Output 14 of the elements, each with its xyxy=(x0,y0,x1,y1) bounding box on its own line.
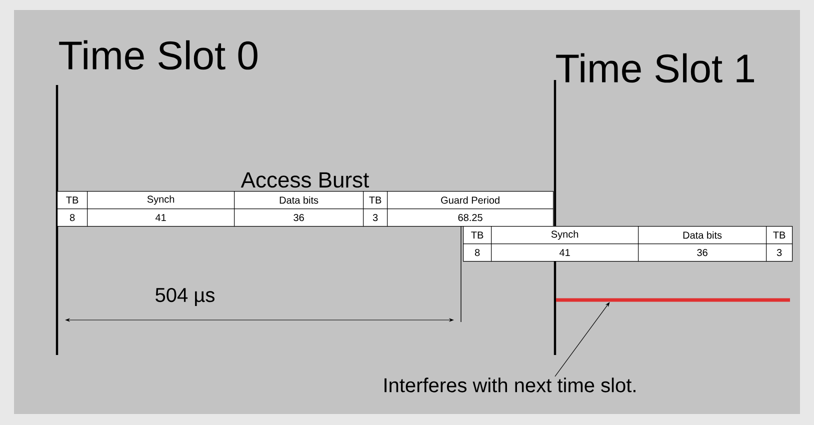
slot-title: Time Slot 0 xyxy=(59,40,258,70)
note-text: Interferes with next time slot. xyxy=(384,378,636,392)
table-cell: 3 xyxy=(363,208,388,227)
slot-title: Time Slot 1 xyxy=(556,53,754,83)
table-cell: TB xyxy=(57,191,88,210)
table-cell: 8 xyxy=(463,244,492,262)
table-cell: 8 xyxy=(57,208,88,227)
table-cell: 3 xyxy=(766,244,793,262)
table-cell: TB xyxy=(363,191,388,210)
dimension-label: 504 µs xyxy=(156,288,214,306)
table-cell: TB xyxy=(766,226,793,244)
interference-bar xyxy=(556,298,790,302)
heading: Access Burst xyxy=(240,172,369,188)
table-cell: TB xyxy=(463,226,492,244)
